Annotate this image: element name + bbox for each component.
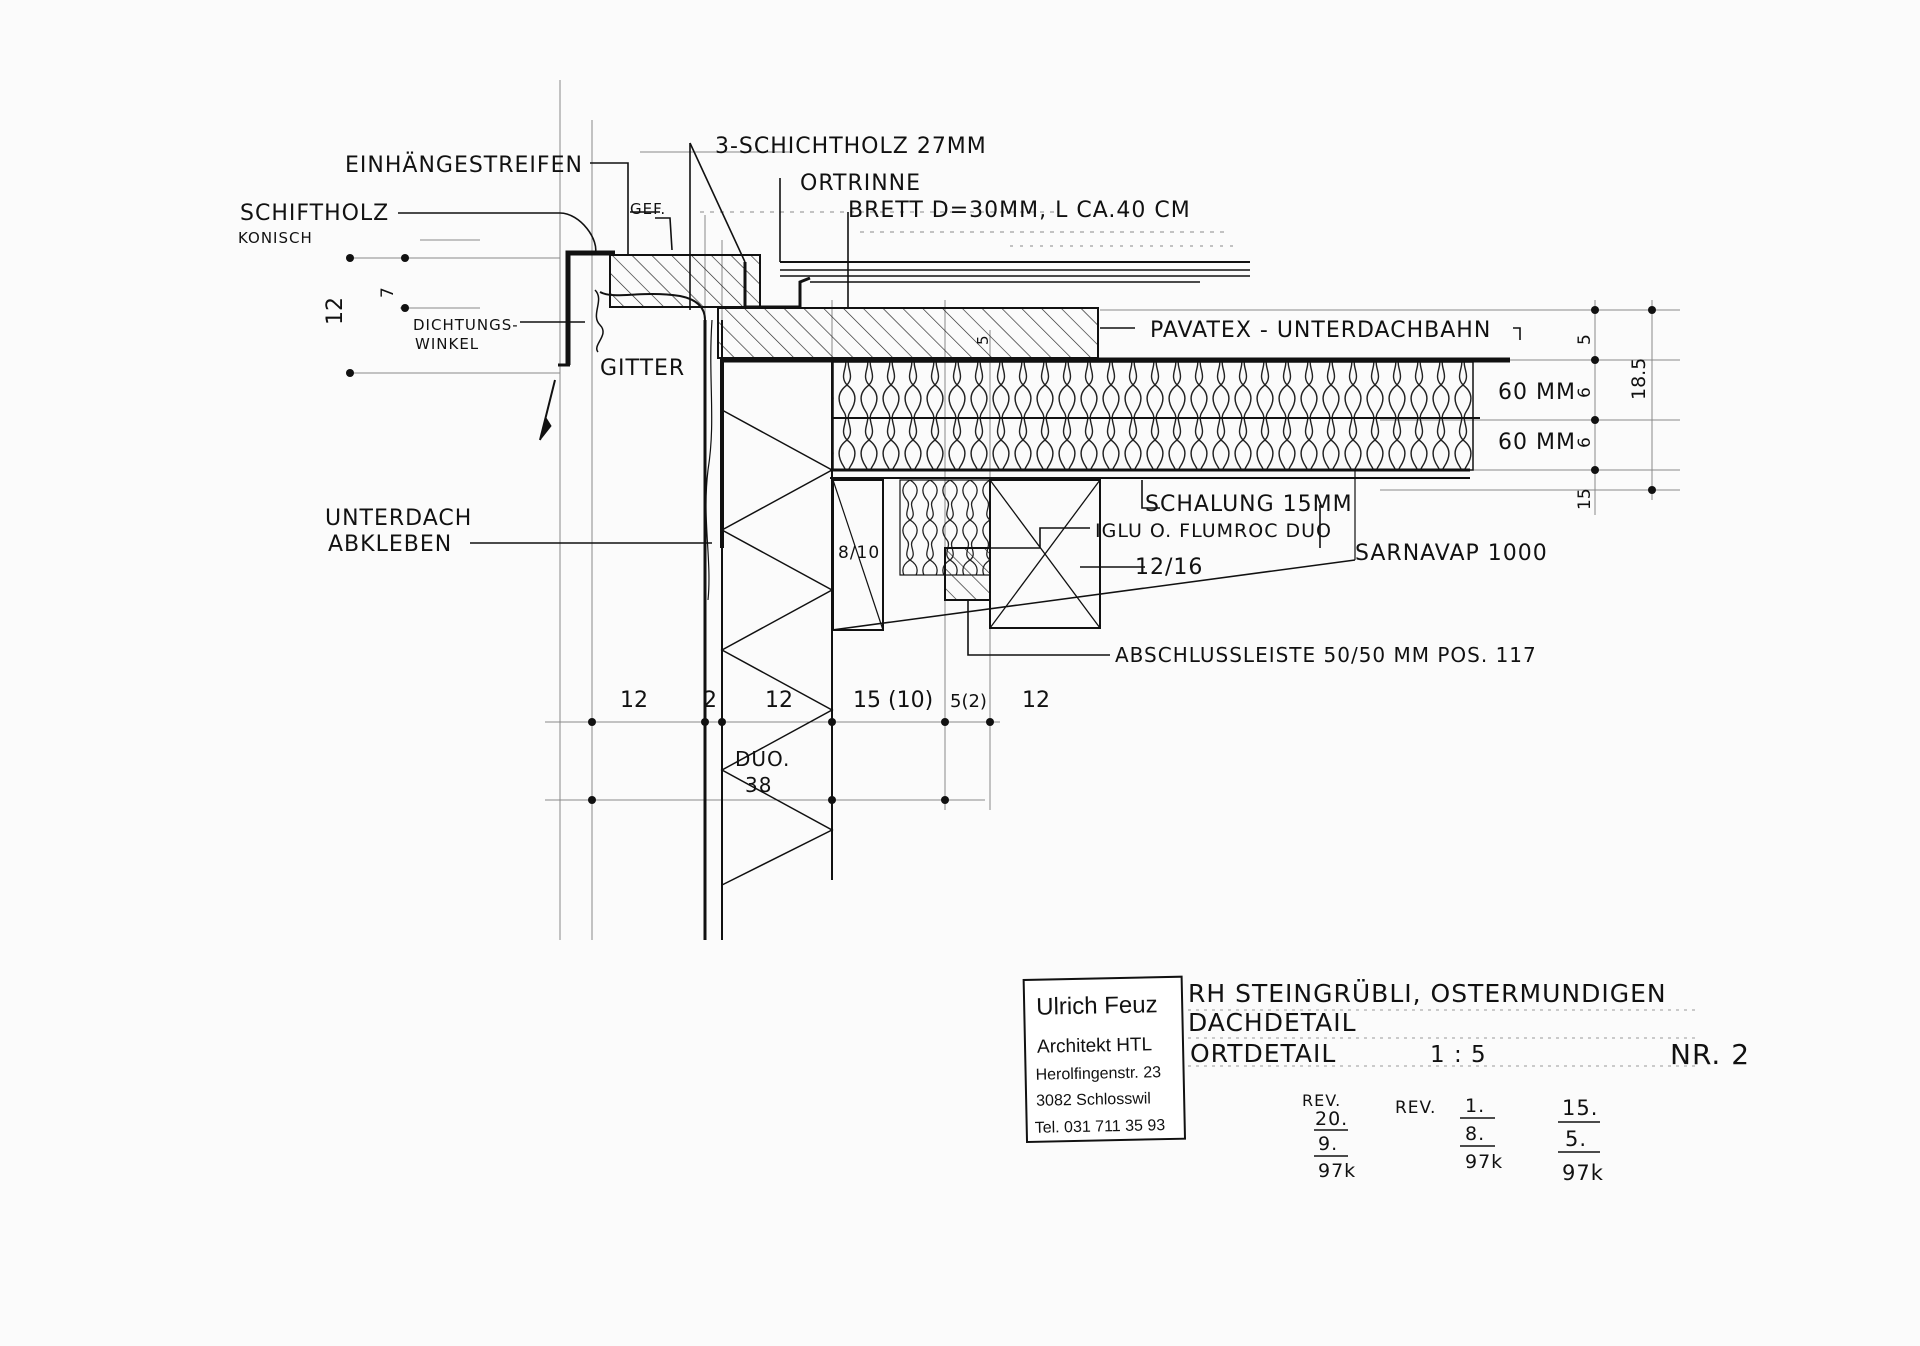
label-gitter: GITTER: [600, 356, 685, 381]
label-dichtungswinkel-1: DICHTUNGS-: [413, 316, 519, 334]
title-number: NR. 2: [1670, 1038, 1750, 1071]
dim-right-5: 5: [1575, 334, 1595, 345]
revision-2-label: REV.: [1395, 1098, 1436, 1118]
revision-label: REV.: [1302, 1091, 1341, 1110]
dim-bottom-6: 12: [1022, 688, 1050, 713]
revision-1-month: 9.: [1318, 1133, 1338, 1155]
label-konisch: KONISCH: [238, 229, 313, 247]
dim-left-12: 12: [323, 297, 348, 325]
label-sarnavap: SARNAVAP 1000: [1355, 541, 1548, 566]
dim-right-6b: 6: [1575, 437, 1595, 448]
dim-bottom-3: 12: [765, 688, 793, 713]
label-schalung: SCHALUNG 15MM: [1145, 492, 1353, 517]
dim-bottom-4: 15 (10): [853, 688, 933, 713]
label-gef: GEF.: [630, 200, 666, 218]
revision-3-month: 5.: [1565, 1127, 1587, 1151]
title-scale: 1 : 5: [1430, 1042, 1487, 1068]
dimension-labels: 12 2 12 15 (10) 5(2) 12 12 7 5 6 6 15 18…: [323, 287, 1650, 713]
dim-bottom-2: 2: [703, 688, 717, 713]
dim-right-185: 18.5: [1628, 358, 1650, 400]
stamp-title: Architekt HTL: [1037, 1034, 1153, 1057]
title-block: RH STEINGRÜBLI, OSTERMUNDIGEN DACHDETAIL…: [1188, 979, 1750, 1071]
revision-1-year: 97k: [1318, 1160, 1356, 1182]
building-section: [539, 250, 1510, 940]
label-duo-thickness: 38: [745, 773, 772, 797]
dim-inner-5: 5: [974, 335, 992, 345]
revision-2-day: 1.: [1465, 1095, 1485, 1117]
dim-right-6a: 6: [1575, 387, 1595, 398]
label-unterdach-2: ABKLEBEN: [328, 532, 452, 557]
label-3-schichtholz: 3-SCHICHTHOLZ 27MM: [715, 134, 987, 159]
dim-bottom-5: 5(2): [950, 691, 987, 712]
revision-3-year: 97k: [1562, 1161, 1604, 1185]
revision-2-month: 8.: [1465, 1123, 1485, 1145]
label-dichtungswinkel-2: WINKEL: [415, 335, 479, 353]
title-project: RH STEINGRÜBLI, OSTERMUNDIGEN: [1188, 979, 1667, 1008]
stamp-phone: Tel. 031 711 35 93: [1035, 1117, 1166, 1137]
dim-bottom-1: 12: [620, 688, 648, 713]
stamp-city: 3082 Schlosswil: [1036, 1090, 1151, 1109]
stamp-name: Ulrich Feuz: [1036, 991, 1158, 1021]
label-insulation-bottom: 60 MM: [1498, 430, 1576, 455]
label-abschlussleiste: ABSCHLUSSLEISTE 50/50 MM POS. 117: [1115, 643, 1537, 667]
label-einhaengestreifen: EINHÄNGESTREIFEN: [345, 152, 583, 178]
revision-2-year: 97k: [1465, 1151, 1503, 1173]
revision-1-day: 20.: [1315, 1108, 1348, 1130]
label-pavatex: PAVATEX - UNTERDACHBAHN: [1150, 318, 1491, 343]
title-drawing: DACHDETAIL: [1188, 1008, 1357, 1037]
label-rafter: 12/16: [1135, 555, 1203, 580]
architect-stamp: Ulrich Feuz Architekt HTL Herolfingenstr…: [1022, 975, 1187, 1143]
dim-left-small: 7: [378, 287, 398, 298]
label-brett: BRETT D=30MM, L CA.40 CM: [848, 198, 1191, 223]
stamp-street: Herolfingenstr. 23: [1035, 1064, 1161, 1084]
label-post: 8/10: [838, 543, 880, 563]
revision-3-day: 15.: [1562, 1096, 1598, 1120]
title-detail: ORTDETAIL: [1190, 1039, 1336, 1068]
label-iglu: IGLU O. FLUMROC DUO: [1095, 520, 1332, 542]
label-duo: DUO.: [735, 747, 790, 771]
revision-notes: REV. 20. 9. 97k REV. 1. 8. 97k 15. 5. 97…: [1302, 1091, 1604, 1185]
label-ortrinne: ORTRINNE: [800, 171, 921, 196]
label-insulation-top: 60 MM: [1498, 380, 1576, 405]
leader-lines: [398, 142, 1521, 656]
dim-right-15: 15: [1575, 488, 1595, 510]
label-schiftholz: SCHIFTHOLZ: [240, 201, 389, 226]
label-unterdach-1: UNTERDACH: [325, 506, 472, 531]
